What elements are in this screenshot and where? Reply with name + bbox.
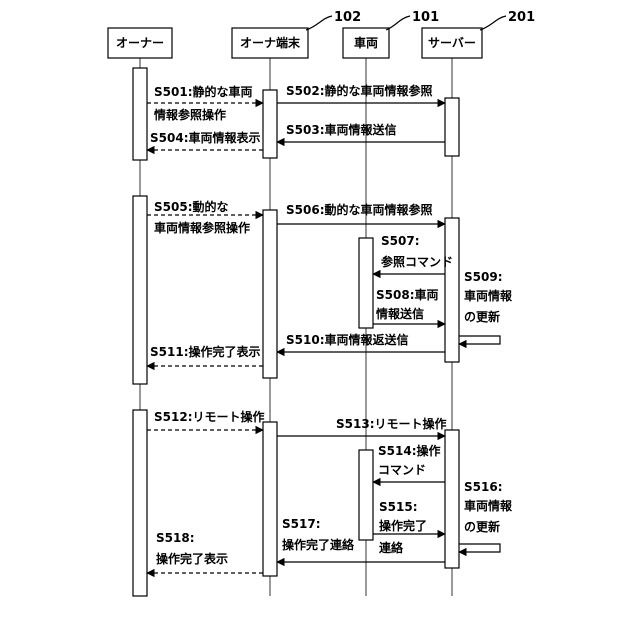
participant-terminal-label: オーナ端末 [240, 35, 301, 50]
label-s516-line3: の更新 [464, 519, 500, 534]
label-s517-line2: 操作完了連絡 [282, 537, 355, 552]
label-s506: S506:動的な車両情報参照 [286, 202, 433, 217]
label-s512: S512:リモート操作 [154, 409, 265, 424]
owner-activation-1 [133, 68, 147, 160]
label-s517-line1: S517: [282, 517, 321, 531]
label-s515-line3: 連絡 [379, 540, 404, 555]
label-s513: S513:リモート操作 [336, 416, 447, 431]
server-activation-2 [445, 218, 459, 362]
label-s508-line2: 情報送信 [376, 306, 424, 321]
participant-vehicle: 車両 [343, 28, 389, 58]
arrow-s509-self [459, 336, 500, 344]
label-s507-line2: 参照コマンド [381, 254, 453, 269]
label-s509-line2: 車両情報 [464, 288, 513, 303]
owner-activation-2 [133, 196, 147, 384]
label-s515-line1: S515: [379, 500, 418, 514]
owner-activation-3 [133, 410, 147, 596]
participant-vehicle-label: 車両 [354, 35, 378, 50]
ref-102-leader [306, 16, 332, 30]
terminal-activation-1 [263, 90, 277, 158]
server-activation-3 [445, 430, 459, 568]
label-s511: S511:操作完了表示 [150, 344, 261, 359]
label-s507-line1: S507: [381, 234, 420, 248]
label-s501-line1: S501:静的な車両 [154, 84, 253, 99]
label-s516-line1: S516: [464, 480, 503, 494]
label-s518-line1: S518: [156, 531, 195, 545]
label-s502: S502:静的な車両情報参照 [286, 83, 433, 98]
ref-201: 201 [508, 10, 535, 25]
label-s509-line1: S509: [464, 270, 503, 284]
label-s514-line1: S514:操作 [378, 443, 441, 458]
label-s501-line2: 情報参照操作 [154, 107, 226, 122]
label-s514-line2: コマンド [378, 463, 426, 477]
ref-201-leader [480, 16, 506, 30]
label-s505-line1: S505:動的な [154, 199, 229, 214]
terminal-activation-2 [263, 210, 277, 378]
terminal-activation-3 [263, 422, 277, 576]
label-s510: S510:車両情報返送信 [286, 332, 409, 347]
label-s505-line2: 車両情報参照操作 [154, 220, 250, 235]
vehicle-activation-1 [359, 238, 373, 328]
ref-101-leader [386, 16, 410, 30]
label-s503: S503:車両情報送信 [286, 122, 397, 137]
label-s518-line2: 操作完了表示 [156, 551, 228, 566]
label-s504: S504:車両情報表示 [150, 130, 261, 145]
ref-102: 102 [334, 10, 361, 25]
label-s515-line2: 操作完了 [379, 518, 427, 533]
vehicle-activation-2 [359, 450, 373, 540]
arrow-s516-self [459, 544, 500, 552]
label-s508-line1: S508:車両 [376, 287, 439, 302]
label-s516-line2: 車両情報 [464, 498, 513, 513]
ref-101: 101 [412, 10, 439, 25]
label-s509-line3: の更新 [464, 309, 500, 324]
participant-server: サーバー [422, 28, 482, 58]
participant-server-label: サーバー [428, 36, 476, 50]
participant-terminal: オーナ端末 [232, 28, 308, 58]
participant-owner: オーナー [108, 28, 172, 58]
participant-owner-label: オーナー [116, 36, 164, 50]
server-activation-1 [445, 98, 459, 156]
